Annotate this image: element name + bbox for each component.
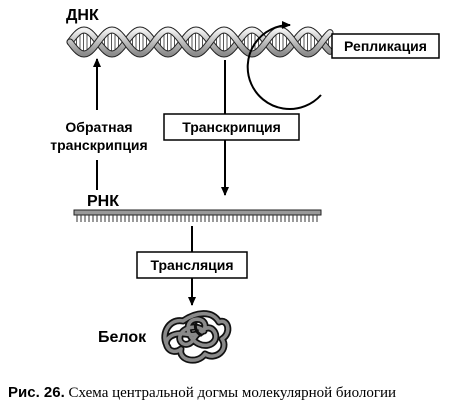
transcription-label: Транскрипция	[182, 119, 281, 135]
replication-label: Репликация	[344, 38, 427, 54]
rna-label: РНК	[87, 193, 119, 210]
rna-strand	[73, 209, 322, 222]
translation-label: Трансляция	[150, 257, 233, 273]
dna-helix	[66, 26, 334, 58]
figure-caption-label: Рис. 26.	[8, 384, 65, 401]
reverse-transcription-label-line1: Обратная	[65, 119, 132, 135]
protein-icon	[161, 310, 232, 364]
transcription-box	[163, 113, 300, 141]
replication-box	[331, 33, 440, 59]
figure-caption-text: Схема центральной догмы молекулярной био…	[68, 385, 397, 401]
replication-arrow	[246, 20, 322, 110]
protein-label: Белок	[98, 329, 147, 346]
figure-caption: Рис. 26. Схема центральной догмы молекул…	[8, 384, 396, 402]
dna-label: ДНК	[66, 7, 99, 24]
translation-box	[136, 251, 248, 279]
reverse-transcription-label-line2: транскрипция	[50, 137, 147, 153]
